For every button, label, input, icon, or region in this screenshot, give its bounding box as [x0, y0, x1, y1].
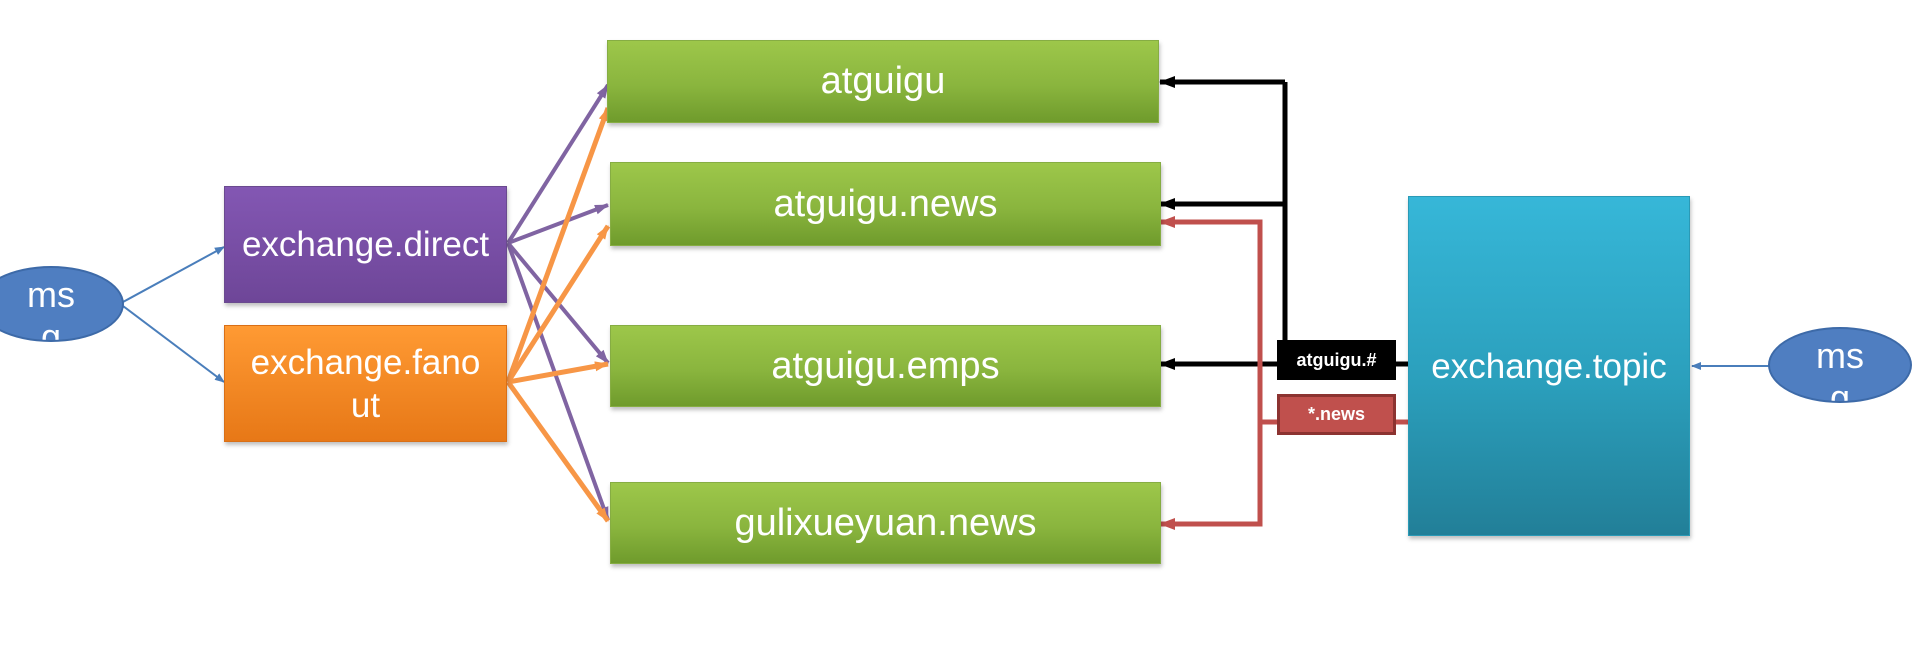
queue-atguigu-news-label: atguigu.news: [773, 182, 998, 225]
edge-msg-to-fanout: [122, 305, 225, 383]
queue-atguigu-emps: atguigu.emps: [610, 325, 1161, 407]
routing-key-hash-label: atguigu.#: [1296, 349, 1377, 370]
queue-atguigu: atguigu: [607, 40, 1159, 123]
routing-key-hash: atguigu.#: [1277, 340, 1396, 380]
exchange-direct-label: exchange.direct: [241, 225, 490, 264]
producer-right-label: msg: [1816, 335, 1864, 403]
producer-left-msg: msg: [0, 266, 124, 342]
queue-atguigu-label: atguigu: [820, 60, 946, 102]
edge-fanout-to-atguigu: [505, 107, 611, 383]
edge-fanout-to-gulixueyuan-news: [505, 380, 611, 523]
exchange-direct-box: exchange.direct: [224, 186, 507, 303]
edge-direct-to-atguigu-news: [507, 203, 609, 245]
edge-msg-to-direct: [122, 246, 225, 303]
exchange-topic-box: exchange.topic: [1408, 196, 1690, 536]
queue-gulixueyuan-news: gulixueyuan.news: [610, 482, 1161, 564]
routing-key-news-label: *.news: [1307, 404, 1366, 424]
exchange-fanout-label: exchange.fanout: [250, 342, 481, 425]
producer-left-label: msg: [27, 274, 75, 342]
queue-atguigu-emps-label: atguigu.emps: [771, 344, 1000, 387]
producer-right-msg: msg: [1768, 327, 1912, 403]
edge-direct-to-gulixueyuan-news: [506, 242, 610, 521]
edge-fanout-to-atguigu-news: [505, 224, 611, 384]
routing-key-news: *.news: [1277, 394, 1396, 435]
fanout-edges: [505, 107, 611, 523]
edge-fanout-to-atguigu-emps: [507, 361, 609, 385]
edge-topic-red-trunk: [1159, 216, 1263, 422]
edge-topic-to-gulixueyuan-news: [1159, 422, 1263, 530]
queue-atguigu-news: atguigu.news: [610, 162, 1161, 246]
exchange-topic-label: exchange.topic: [1431, 346, 1667, 386]
exchange-fanout-box: exchange.fanout: [224, 325, 507, 442]
queue-gulixueyuan-news-label: gulixueyuan.news: [734, 501, 1037, 544]
edge-direct-to-atguigu: [506, 83, 610, 245]
